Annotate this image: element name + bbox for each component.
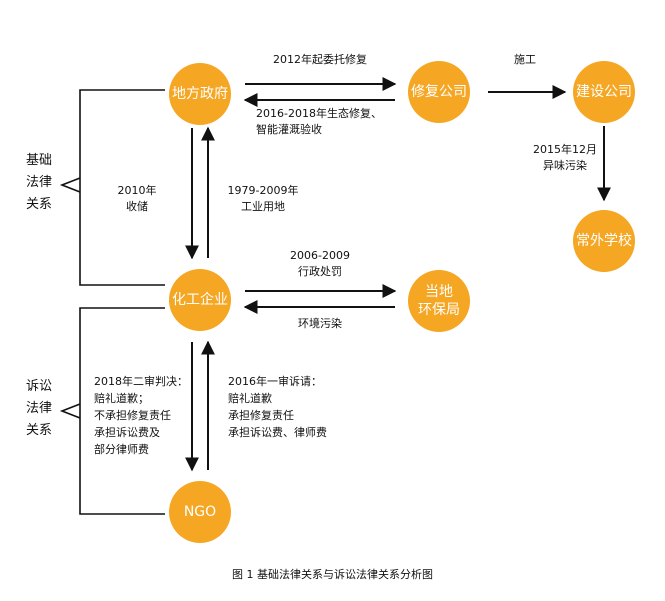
label-chemical-to-bureau: 2006-2009 行政处罚 (290, 249, 350, 278)
node-local-government: 地方政府 (169, 63, 231, 125)
label-gov-to-repair: 2012年起委托修复 (273, 53, 367, 66)
label-repair-to-construction: 施工 (514, 53, 536, 66)
node-repair-company: 修复公司 (408, 61, 470, 123)
node-ngo: NGO (169, 481, 231, 543)
bracket-litigation (79, 307, 165, 515)
label-chemical-to-ngo: 2018年二审判决： 赔礼道歉； 不承担修复责任 承担诉讼费及 部分律师费 (94, 375, 188, 456)
node-env-bureau: 当地 环保局 (408, 270, 470, 332)
label-chemical-to-gov: 1979-2009年 工业用地 (227, 184, 299, 213)
bracket-litigation-pointer (59, 403, 81, 419)
label-gov-to-chemical: 2010年 收储 (117, 184, 157, 213)
node-chemical-company: 化工企业 (169, 269, 231, 331)
node-school: 常外学校 (573, 210, 635, 272)
figure-caption: 图 1 基础法律关系与诉讼法律关系分析图 (232, 568, 433, 581)
node-construction-company: 建设公司 (573, 61, 635, 123)
bracket-basic (79, 89, 165, 286)
bracket-basic-pointer (59, 177, 81, 193)
label-construction-to-school: 2015年12月 异味污染 (533, 143, 597, 172)
label-bureau-to-chemical: 环境污染 (298, 317, 342, 330)
side-label-litigation: 诉讼 法律 关系 (26, 379, 53, 438)
label-ngo-to-chemical: 2016年一审诉请： 赔礼道歉 承担修复责任 承担诉讼费、律师费 (228, 375, 327, 439)
label-repair-to-gov: 2016-2018年生态修复、 智能灌溉验收 (256, 107, 382, 136)
side-label-basic: 基础 法律 关系 (26, 153, 53, 212)
